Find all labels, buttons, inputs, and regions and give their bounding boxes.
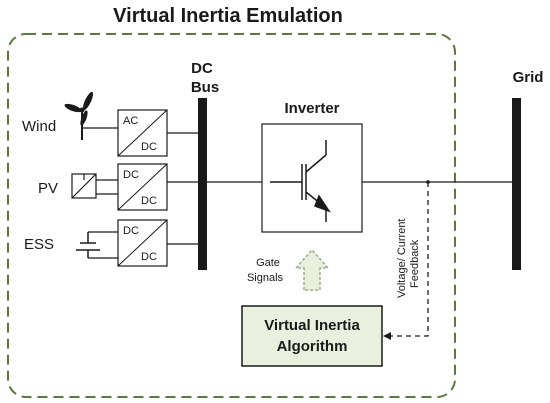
grid-label: Grid [513, 69, 544, 86]
algorithm-line1: Virtual Inertia [264, 317, 360, 334]
converter-ess-bottom: DC [141, 251, 157, 263]
converter-ess-top: DC [123, 225, 139, 237]
converter-wind-bottom: DC [141, 141, 157, 153]
battery-icon [76, 232, 100, 258]
source-label-wind: Wind [22, 118, 56, 135]
source-label-ess: ESS [24, 236, 54, 253]
source-label-pv: PV [38, 180, 58, 197]
converter-pv-bottom: DC [141, 195, 157, 207]
converter-diagonal-pv [117, 163, 168, 211]
algorithm-box [241, 305, 383, 367]
wind-turbine-icon [64, 91, 94, 140]
dc-bus-label-line2: Bus [191, 79, 219, 96]
converter-pv-top: DC [123, 169, 139, 181]
feedback-line2: Feedback [409, 239, 421, 288]
inverter-label: Inverter [284, 100, 339, 117]
diagram-title: Virtual Inertia Emulation [113, 5, 343, 27]
dc-bus-bar [198, 98, 207, 270]
converter-diagonal-wind [117, 109, 168, 157]
transistor-icon [270, 140, 331, 222]
feedback-junction [426, 180, 430, 184]
emulation-boundary [7, 33, 456, 398]
gate-signals-arrow [294, 248, 330, 291]
dc-bus-label-line1: DC [191, 60, 213, 77]
converter-diagonal-ess [117, 219, 168, 267]
algorithm-line2: Algorithm [277, 338, 348, 355]
feedback-line1: Voltage/ Current [396, 219, 408, 299]
pv-panel-icon [71, 173, 97, 199]
grid-bar [512, 98, 521, 270]
feedback-arrow [383, 182, 429, 340]
inverter-box [261, 123, 363, 233]
converter-wind-top: AC [123, 115, 138, 127]
gate-signals-line2: Signals [247, 272, 284, 284]
gate-signals-line1: Gate [256, 257, 280, 269]
